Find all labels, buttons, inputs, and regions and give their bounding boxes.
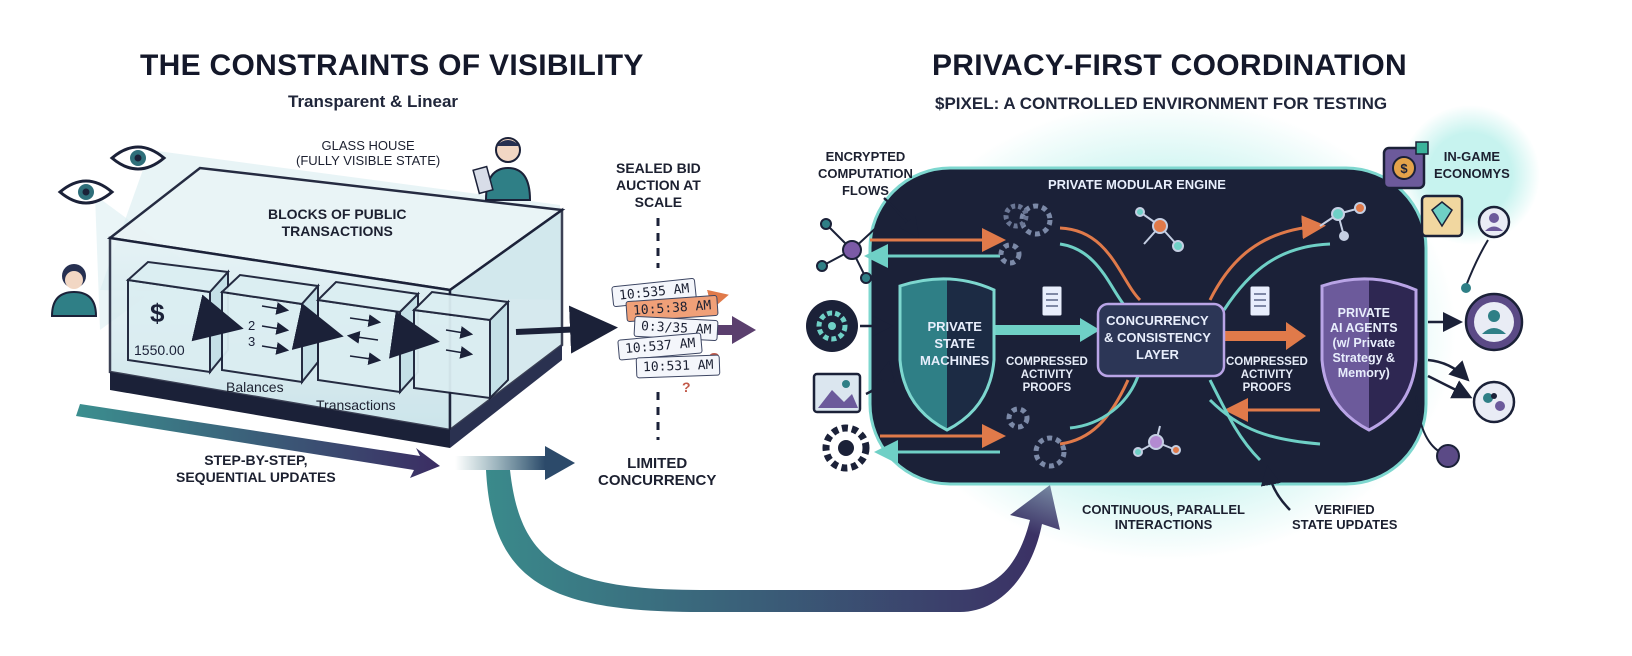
- connector: [1465, 239, 1489, 287]
- fade-arrow-head: [545, 446, 575, 480]
- parallel-label: CONTINUOUS, PARALLEL INTERACTIONS: [1082, 502, 1245, 532]
- encrypted-flows: [864, 215, 1331, 464]
- shift-label: SHIFTING THE FOUNDATION OF TRUST: [612, 554, 947, 573]
- right-subtitle: $PIXEL: A CONTROLLED ENVIRONMENT FOR TES…: [935, 94, 1388, 113]
- encrypted-label: ENCRYPTED COMPUTATION FLOWS: [818, 149, 913, 198]
- transactions-label: Transactions: [316, 397, 396, 413]
- timestamp-card: 10:531 AM: [635, 354, 721, 379]
- user-icon: [1464, 292, 1524, 352]
- glass-box-base-side: [450, 345, 562, 448]
- cube-arrow: [191, 294, 244, 342]
- cube-arrow: [291, 302, 344, 350]
- sequential-label: STEP-BY-STEP, SEQUENTIAL UPDATES: [176, 452, 336, 485]
- blocks-label: BLOCKS OF PUBLIC TRANSACTIONS: [268, 206, 407, 239]
- list-number: 3: [248, 334, 256, 349]
- state-machines-label: PRIVATE STATE MACHINES: [920, 319, 990, 368]
- flow-arrow: [515, 305, 618, 354]
- eye-icon: [109, 145, 167, 171]
- node: [1436, 444, 1460, 468]
- shield-icon: [898, 277, 996, 432]
- engine-label: PRIVATE MODULAR ENGINE: [1048, 177, 1226, 192]
- flow-arrow: [865, 361, 895, 396]
- image-icon: [812, 372, 862, 414]
- flow-arrow: [1427, 358, 1470, 382]
- network-icon: [1472, 380, 1516, 424]
- person-icon: [472, 137, 532, 201]
- auction-arrow-head: [732, 316, 756, 344]
- cube-balance-value: 1550.00: [134, 342, 185, 358]
- coin-icon: $: [1382, 141, 1429, 190]
- flow-arrow: [1427, 374, 1473, 399]
- verified-label: VERIFIED STATE UPDATES: [1292, 502, 1398, 532]
- cube-arrow: [388, 311, 440, 359]
- person-icon: [50, 264, 98, 317]
- gear-icon: [822, 424, 870, 472]
- list-number: 2: [248, 318, 256, 333]
- network-icon: [1133, 202, 1366, 457]
- right-title: PRIVACY-FIRST COORDINATION: [932, 49, 1408, 82]
- proofs-right-label: COMPRESSED ACTIVITY PROOFS: [1226, 356, 1308, 394]
- eye-icon: [57, 179, 115, 205]
- shield-icon: [1320, 277, 1418, 432]
- network-icon: [816, 218, 879, 284]
- connector: [1415, 395, 1441, 453]
- gem-icon: [1420, 194, 1464, 238]
- left-subtitle: Transparent & Linear: [288, 92, 459, 111]
- gear-icon: [806, 300, 858, 352]
- proofs-left-label: COMPRESSED ACTIVITY PROOFS: [1006, 356, 1088, 394]
- economy-label: IN-GAME ECONOMYS: [1434, 149, 1510, 181]
- layer-box: [1096, 302, 1226, 378]
- arrow-head: [1286, 322, 1306, 350]
- glass-house-label: GLASS HOUSE (FULLY VISIBLE STATE): [296, 138, 441, 168]
- transaction-lines: [261, 302, 474, 365]
- fade-arrow-body: [455, 456, 545, 470]
- cube: [219, 273, 320, 385]
- glass-box-base: [110, 372, 450, 448]
- arrow-head: [1080, 318, 1100, 342]
- layer-label: CONCURRENCY & CONSISTENCY LAYER: [1104, 313, 1211, 362]
- question-mark: ?: [682, 379, 691, 395]
- cube-symbol: $: [150, 298, 165, 328]
- left-title: THE CONSTRAINTS OF VISIBILITY: [140, 49, 644, 82]
- cube: [411, 290, 511, 401]
- gear-icon: [1003, 203, 1029, 229]
- label-pointer: [1260, 465, 1291, 511]
- gear-icon: [998, 203, 1067, 469]
- sequential-arrow: [76, 404, 440, 478]
- user-icon: [1477, 205, 1511, 239]
- limited-label: LIMITED CONCURRENCY: [598, 455, 717, 489]
- balances-label: Balances: [226, 379, 284, 395]
- label-pointer: [883, 197, 919, 239]
- svg-text:$: $: [1400, 161, 1408, 176]
- auction-label: SEALED BID AUCTION AT SCALE: [616, 160, 701, 210]
- agents-label: PRIVATE AI AGENTS (w/ Private Strategy &…: [1330, 306, 1398, 380]
